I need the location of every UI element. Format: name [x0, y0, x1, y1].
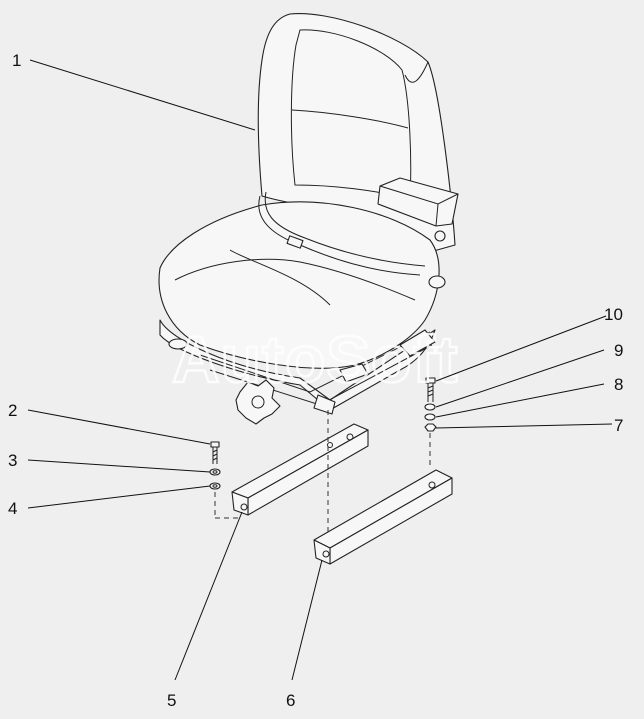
washer-left-3-inner — [212, 470, 218, 474]
rail-left-hole — [240, 503, 248, 511]
bolt-left — [210, 441, 220, 464]
seat-cushion-seam-2 — [229, 249, 331, 306]
base-bracket — [313, 394, 336, 415]
rail-left-hole-2 — [346, 433, 354, 441]
seat — [158, 13, 459, 425]
leader-2 — [27, 409, 211, 445]
washer-left-4-inner — [212, 484, 218, 488]
bolt-right — [425, 377, 436, 402]
callout-8: 8 — [614, 375, 623, 394]
seat-backrest-side — [404, 61, 429, 83]
seat-backrest-seam — [291, 109, 409, 129]
washer-right-8 — [424, 413, 436, 421]
seatbelt-2 — [264, 191, 426, 267]
leader-10 — [435, 315, 607, 382]
armrest — [377, 177, 459, 227]
leader-6 — [291, 559, 323, 681]
callout-9: 9 — [614, 341, 623, 360]
seatbelt-anchor — [428, 275, 446, 289]
callout-3: 3 — [8, 451, 17, 470]
rail-right-hole-2 — [428, 481, 436, 489]
bolt-right-head — [425, 377, 436, 384]
rail-left-hole-3 — [327, 442, 333, 448]
rail-right-end — [313, 539, 331, 565]
seat-base — [159, 319, 436, 411]
rail-right — [313, 469, 453, 565]
seat-lever — [168, 338, 188, 350]
leader-1 — [29, 59, 256, 131]
seat-slider-handle — [339, 363, 369, 383]
seat-cushion-seam — [174, 258, 416, 301]
leader-4 — [27, 485, 211, 509]
armrest-pivot — [434, 230, 446, 242]
leader-9 — [435, 349, 605, 408]
seatbelt-buckle — [286, 235, 304, 249]
washer-left-4 — [209, 482, 221, 490]
bolt-left-head — [210, 441, 220, 448]
callout-7: 7 — [614, 416, 623, 435]
leader-8 — [435, 383, 605, 418]
callout-10: 10 — [604, 305, 623, 324]
seatbelt — [258, 195, 421, 276]
rail-left-end — [231, 491, 249, 516]
washer-left-3 — [209, 468, 221, 476]
rail-right-hole — [322, 550, 330, 558]
leader-7 — [435, 423, 613, 429]
bolt-right-thread — [427, 385, 434, 397]
callout-2: 2 — [8, 401, 17, 420]
seat-cushion — [158, 201, 440, 369]
callout-1: 1 — [12, 51, 21, 70]
seat-adjust-arm — [399, 329, 436, 357]
adjust-knob-center — [251, 395, 265, 409]
armrest-front — [435, 203, 439, 227]
callout-6: 6 — [286, 691, 295, 710]
callout-5: 5 — [167, 691, 176, 710]
callout-4: 4 — [8, 499, 17, 518]
bolt-left-thread — [212, 449, 218, 461]
seat-base-rail — [199, 331, 431, 393]
leader-3 — [27, 459, 211, 473]
rail-left — [231, 423, 369, 516]
washer-right-9 — [424, 403, 436, 411]
leader-5 — [174, 511, 243, 681]
watermark: AutoSoft — [172, 322, 459, 396]
adjust-knob — [235, 379, 281, 425]
nut-right-7 — [424, 423, 437, 432]
